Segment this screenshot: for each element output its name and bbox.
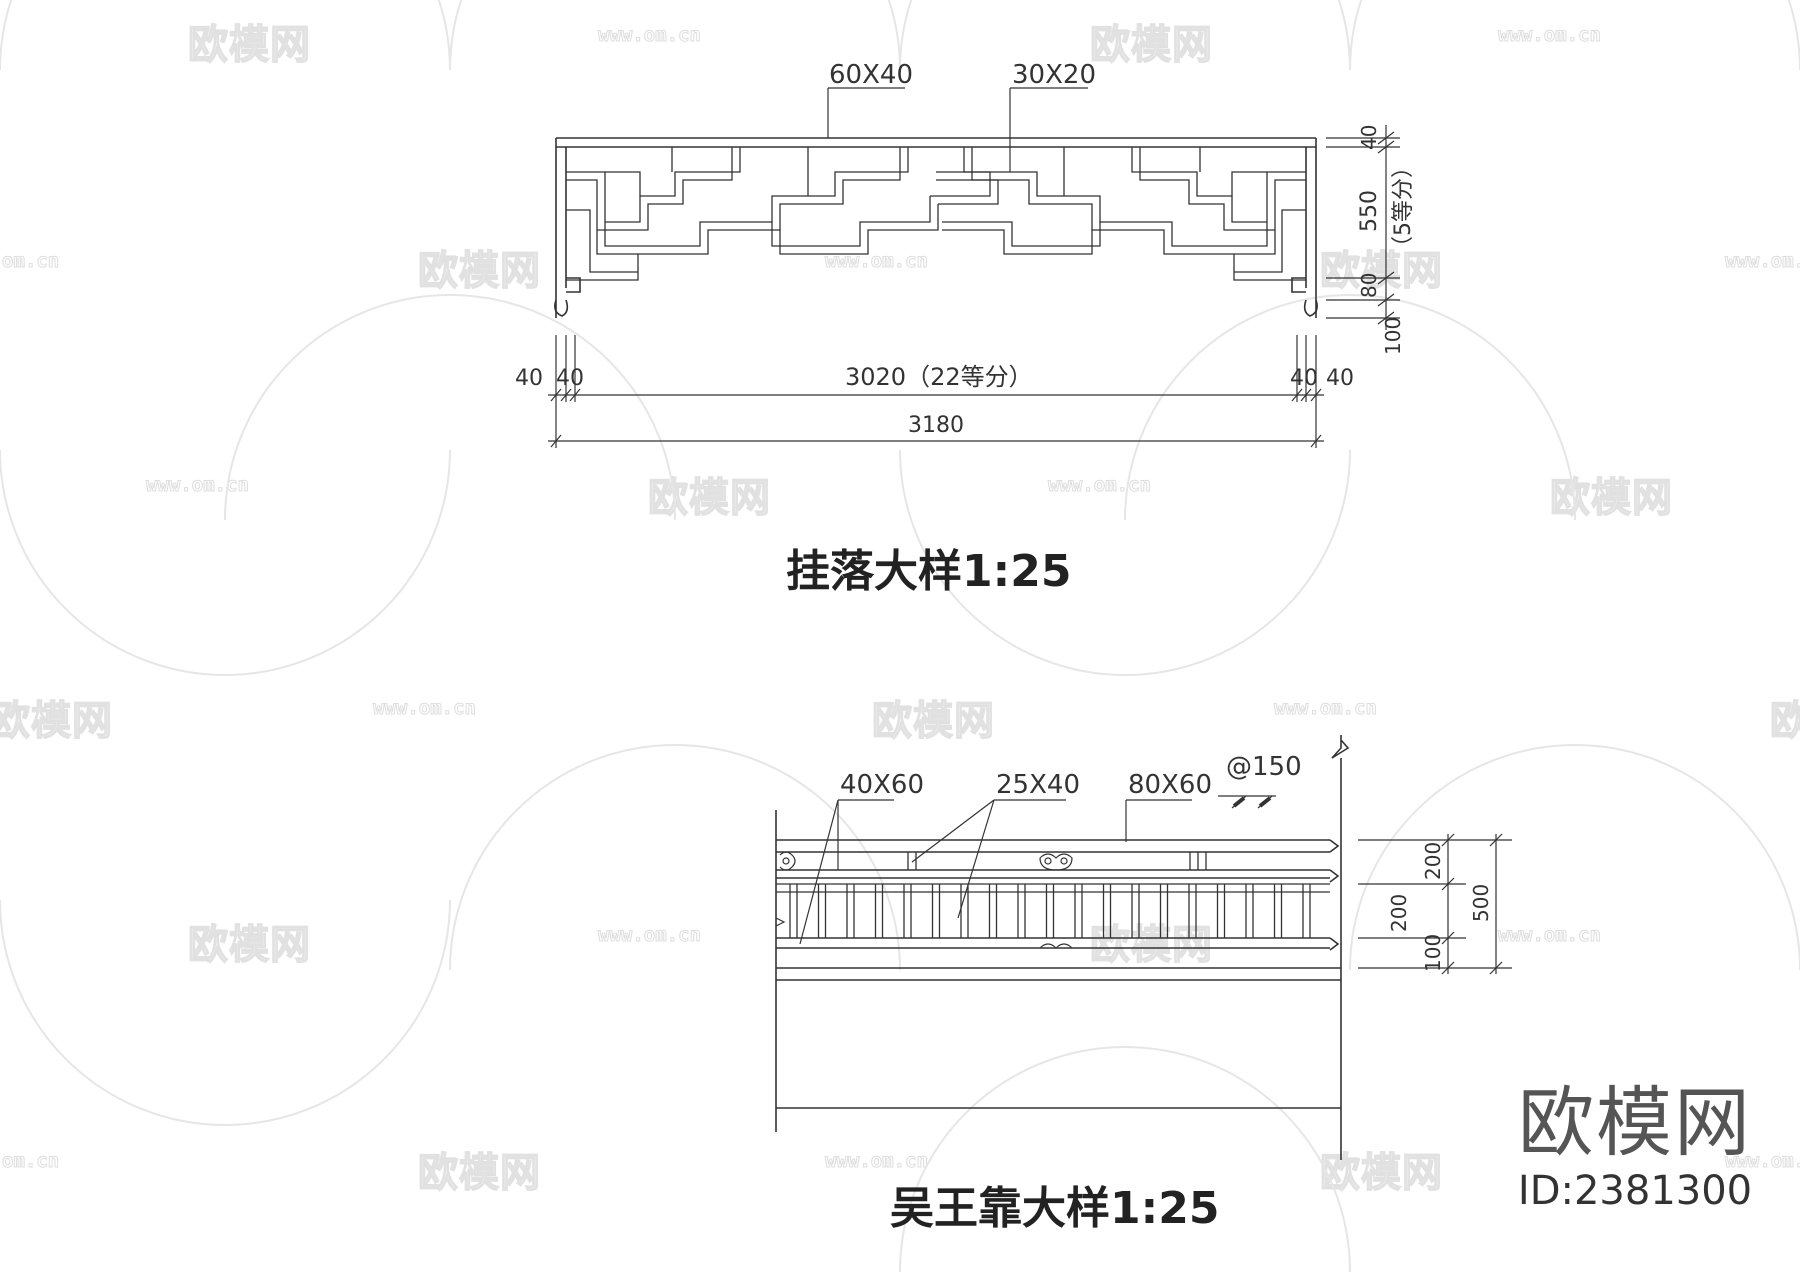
dim-right-a: 40 (1290, 366, 1318, 391)
gualuo-labels: 60X40 30X20 40 40 3020（22等分） 40 40 3180 … (515, 60, 1416, 438)
dim-v-top: 40 (1357, 125, 1381, 150)
wwk-bottom-rail (776, 937, 1341, 1109)
gualuo-title: 挂落大样1:25 (786, 546, 1072, 597)
dim-v-note: （5等分） (1391, 156, 1416, 258)
wwk-ornaments (775, 851, 1073, 949)
label-80x60: 80X60 (1128, 770, 1212, 800)
label-30x20: 30X20 (1012, 60, 1096, 90)
wwk-dim-top: 200 (1421, 842, 1445, 880)
label-40x60: 40X60 (840, 770, 924, 800)
wwk-balusters (776, 883, 1330, 938)
gualuo-leaders (827, 87, 1088, 172)
brand-name: 欧模网 (1518, 1078, 1752, 1167)
wwk-break-line (1331, 735, 1350, 1160)
wwk-top-spacers (907, 852, 1207, 870)
dim-v-bottom: 100 (1381, 317, 1405, 355)
dim-inner: 3020（22等分） (845, 363, 1033, 391)
wwk-top-rail (776, 839, 1340, 883)
wwk-dim-total: 500 (1469, 884, 1493, 922)
brand-id: ID:2381300 (1517, 1168, 1753, 1214)
dim-left-a: 40 (515, 366, 543, 391)
label-25x40: 25X40 (996, 770, 1080, 800)
dim-left-b: 40 (556, 366, 584, 391)
wwk-labels: 40X60 25X40 80X60 @150 200 200 100 500 (840, 752, 1493, 972)
dim-right-b: 40 (1326, 366, 1354, 391)
wwk-leaders (799, 795, 1276, 945)
gualuo-dim-lines (548, 335, 1324, 448)
wuwangkao-title: 吴王靠大样1:25 (890, 1183, 1220, 1234)
gualuo-frame (554, 137, 1318, 318)
dim-v-mid: 80 (1357, 273, 1381, 298)
dim-v-main: 550 (1357, 190, 1382, 232)
wwk-dim-bottom: 100 (1421, 934, 1445, 972)
label-60x40: 60X40 (829, 60, 913, 90)
wuwangkao-detail (775, 735, 1512, 1160)
dim-total: 3180 (908, 413, 964, 438)
gualuo-vdim-lines (1326, 125, 1400, 330)
label-at-150: @150 (1226, 752, 1302, 782)
wwk-vdim-lines (1358, 833, 1512, 975)
brand-stamp: 欧模网 ID:2381300 (1510, 1080, 1760, 1216)
gualuo-lattice (566, 147, 1306, 281)
gualuo-detail (548, 87, 1400, 448)
wwk-dim-mid: 200 (1387, 894, 1411, 932)
